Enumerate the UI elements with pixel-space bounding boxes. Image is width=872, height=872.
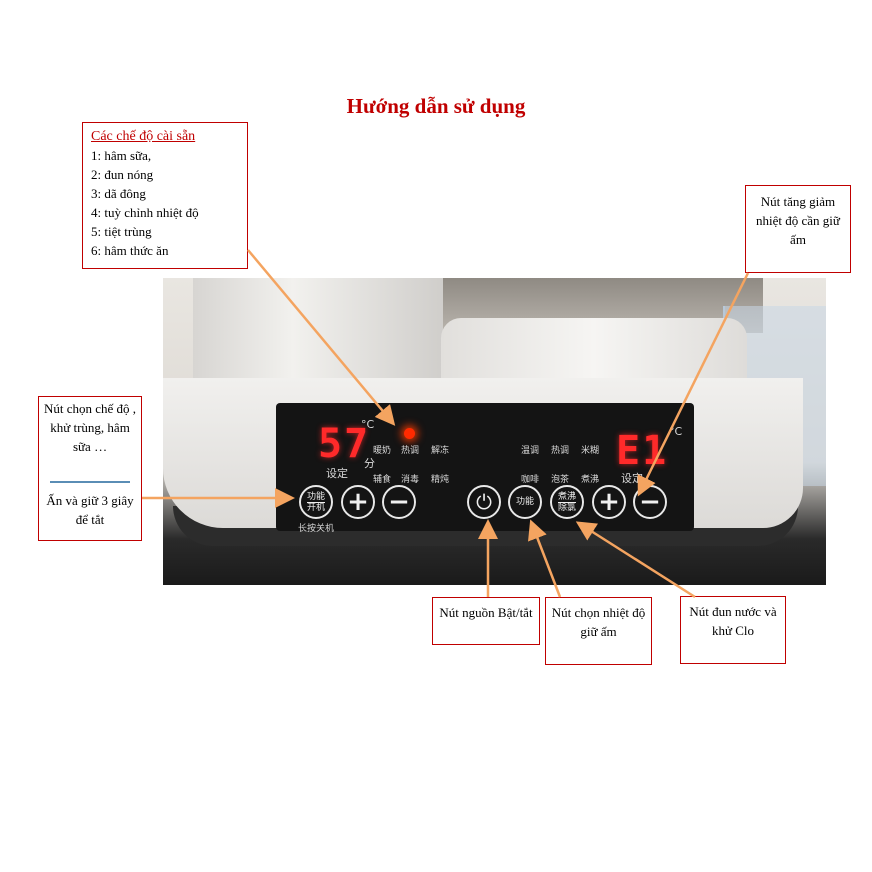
- set-label-right: 设定: [621, 472, 643, 485]
- indicator-led: [404, 428, 415, 439]
- callout-divider: [50, 481, 130, 483]
- boil-label-bottom: 除氯: [557, 502, 576, 513]
- long-press-label: 长按关机: [298, 524, 335, 534]
- function-power-on-button[interactable]: 功能 开机: [299, 485, 333, 519]
- arrow-keep-warm: [528, 519, 562, 598]
- mode-label: 米糊: [581, 446, 600, 456]
- preset-item: 4: tuỳ chỉnh nhiệt độ: [91, 205, 199, 220]
- page-title: Hướng dẫn sử dụng: [346, 94, 526, 118]
- presets-heading: Các chế độ cài sẵn: [91, 129, 196, 144]
- mode-label: 暖奶: [373, 446, 392, 456]
- mode-button-callout: Nút chọn chế độ , khử trùng, hâm sữa … Ấ…: [38, 396, 142, 541]
- preset-item: 5: tiệt trùng: [91, 224, 152, 239]
- mode-label: 解冻: [431, 446, 450, 456]
- right-display: E1: [616, 428, 669, 474]
- boil-callout: Nút đun nước và khử Clo: [680, 596, 786, 664]
- left-plus-button[interactable]: +: [341, 485, 375, 519]
- mode-label: 热调: [401, 446, 420, 456]
- hold-off-text: Ấn và giữ 3 giây để tắt: [46, 493, 134, 527]
- mode-label: 温调: [521, 446, 540, 456]
- arrow-presets: [247, 249, 396, 426]
- arrow-temp: [637, 272, 750, 497]
- right-plus-button[interactable]: +: [592, 485, 626, 519]
- left-minus-button[interactable]: −: [382, 485, 416, 519]
- power-button-callout: Nút nguồn Bật/tắt: [432, 597, 540, 645]
- mode-label: 咖啡: [521, 475, 540, 485]
- control-panel: 57 °C 分 设定 暖奶 热调 解冻 辅食 消毒 精炖 温调 热调 米糊 咖啡…: [276, 403, 694, 534]
- func-label-top: 功能: [306, 491, 325, 503]
- power-button[interactable]: ⏻: [467, 485, 501, 519]
- mode-label: 消毒: [401, 475, 420, 485]
- preset-item: 2: đun nóng: [91, 167, 154, 182]
- boil-label-top: 煮沸: [557, 491, 576, 503]
- boil-dechlorinate-button[interactable]: 煮沸 除氯: [550, 485, 584, 519]
- preset-item: 3: dã đông: [91, 186, 146, 201]
- mode-button-text: Nút chọn chế độ , khử trùng, hâm sữa …: [43, 401, 137, 454]
- temp-buttons-callout: Nút tăng giảm nhiệt độ cần giữ ấm: [745, 185, 851, 273]
- set-label-left: 设定: [326, 467, 348, 480]
- preset-item: 6: hâm thức ăn: [91, 243, 169, 258]
- mode-label: 煮沸: [581, 475, 600, 485]
- preset-item: 1: hâm sữa,: [91, 148, 152, 163]
- keep-warm-callout: Nút chọn nhiệt độ giữ ấm: [545, 597, 652, 665]
- left-display: 57: [318, 421, 371, 467]
- unit-celsius: °C: [361, 418, 375, 431]
- arrow-boil: [575, 521, 696, 599]
- mode-label: 泡茶: [551, 475, 570, 485]
- mode-label: 热调: [551, 446, 570, 456]
- func-label-bottom: 开机: [306, 502, 325, 513]
- mode-label: 精炖: [431, 475, 450, 485]
- presets-callout: Các chế độ cài sẵn 1: hâm sữa, 2: đun nó…: [82, 122, 248, 269]
- mode-label: 辅食: [373, 475, 392, 485]
- unit-minute: 分: [364, 457, 375, 470]
- function-button[interactable]: 功能: [508, 485, 542, 519]
